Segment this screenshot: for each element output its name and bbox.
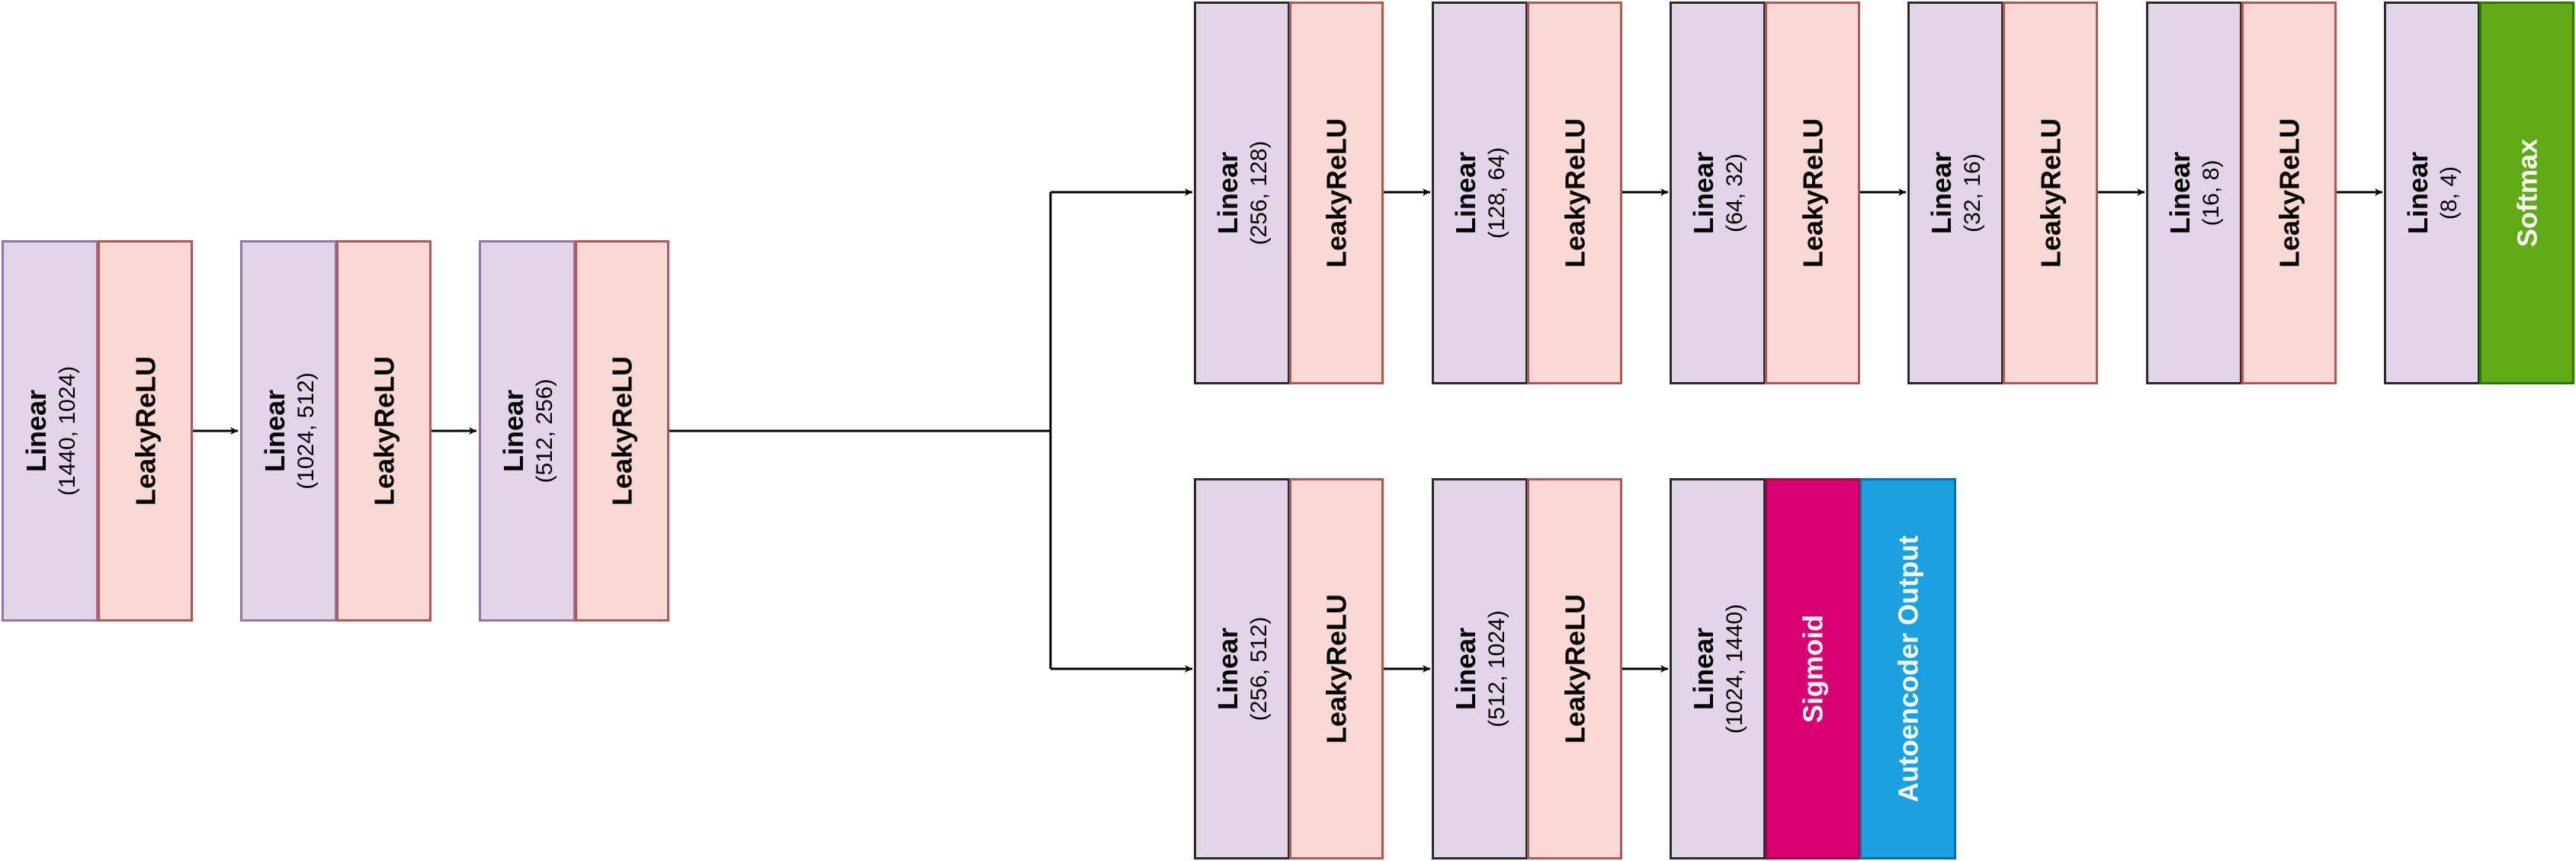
classifier-linear-2-title: Linear [1449, 151, 1481, 235]
encoder-linear-1: Linear (1440, 1024) [2, 240, 98, 622]
classifier-linear-2: Linear (128, 64) [1432, 2, 1528, 384]
classifier-linear-3: Linear (64, 32) [1670, 2, 1766, 384]
classifier-linear-1-title: Linear [1211, 151, 1243, 235]
classifier-linear-1: Linear (256, 128) [1194, 2, 1290, 384]
encoder-linear-3-title: Linear [497, 389, 529, 473]
classifier-linear-4-dims: (32, 16) [1959, 153, 1985, 233]
decoder-activation-2: LeakyReLU [1527, 478, 1622, 859]
classifier-activation-3: LeakyReLU [1765, 2, 1860, 384]
decoder-linear-2: Linear (512, 1024) [1432, 478, 1528, 859]
classifier-activation-1-label: LeakyReLU [1320, 117, 1352, 268]
encoder-linear-3-dims: (512, 256) [531, 378, 557, 484]
classifier-activation-4-label: LeakyReLU [2035, 117, 2066, 268]
softmax-block: Softmax [2479, 2, 2574, 384]
decoder-activation-1: LeakyReLU [1289, 478, 1384, 859]
classifier-linear-3-title: Linear [1687, 151, 1719, 235]
classifier-linear-4-title: Linear [1925, 151, 1957, 235]
encoder-linear-2-dims: (1024, 512) [293, 372, 319, 490]
decoder-activation-2-label: LeakyReLU [1559, 593, 1590, 744]
decoder-linear-3-dims: (1024, 1440) [1721, 603, 1747, 734]
encoder-linear-1-dims: (1440, 1024) [54, 365, 80, 496]
classifier-linear-5-dims: (16, 8) [2198, 159, 2224, 226]
sigmoid-label: Sigmoid [1797, 615, 1828, 723]
classifier-linear-5-title: Linear [2164, 151, 2196, 235]
classifier-linear-6: Linear (8, 4) [2384, 2, 2480, 384]
classifier-activation-3-label: LeakyReLU [1797, 117, 1828, 268]
encoder-activation-3-label: LeakyReLU [606, 355, 638, 506]
decoder-linear-3: Linear (1024, 1440) [1670, 478, 1766, 859]
decoder-linear-1-title: Linear [1211, 627, 1243, 711]
encoder-activation-2: LeakyReLU [336, 240, 431, 622]
classifier-linear-6-dims: (8, 4) [2436, 165, 2462, 220]
encoder-activation-1: LeakyReLU [98, 240, 193, 622]
classifier-linear-1-dims: (256, 128) [1246, 140, 1272, 246]
encoder-linear-2: Linear (1024, 512) [240, 240, 337, 622]
decoder-linear-1: Linear (256, 512) [1194, 478, 1290, 859]
softmax-label: Softmax [2511, 138, 2542, 248]
classifier-linear-3-dims: (64, 32) [1721, 153, 1747, 233]
decoder-linear-1-dims: (256, 512) [1246, 616, 1272, 721]
encoder-linear-2-title: Linear [258, 389, 290, 473]
classifier-linear-2-dims: (128, 64) [1484, 146, 1509, 239]
sigmoid-block: Sigmoid [1765, 478, 1860, 859]
classifier-activation-2: LeakyReLU [1527, 2, 1622, 384]
autoencoder-output-block: Autoencoder Output [1859, 478, 1956, 859]
classifier-linear-4: Linear (32, 16) [1907, 2, 2003, 384]
encoder-linear-1-title: Linear [20, 389, 52, 473]
classifier-linear-6-title: Linear [2401, 151, 2433, 235]
encoder-activation-1-label: LeakyReLU [130, 355, 161, 506]
encoder-activation-3: LeakyReLU [575, 240, 669, 622]
classifier-linear-5: Linear (16, 8) [2146, 2, 2242, 384]
decoder-linear-3-title: Linear [1687, 627, 1719, 711]
classifier-activation-2-label: LeakyReLU [1559, 117, 1590, 268]
classifier-activation-4: LeakyReLU [2003, 2, 2098, 384]
autoencoder-output-label: Autoencoder Output [1892, 535, 1923, 802]
classifier-activation-5: LeakyReLU [2241, 2, 2337, 384]
classifier-activation-1: LeakyReLU [1289, 2, 1384, 384]
decoder-activation-1-label: LeakyReLU [1320, 593, 1352, 744]
decoder-linear-2-title: Linear [1449, 627, 1481, 711]
classifier-activation-5-label: LeakyReLU [2273, 117, 2305, 268]
encoder-activation-2-label: LeakyReLU [368, 355, 399, 506]
encoder-linear-3: Linear (512, 256) [479, 240, 576, 622]
decoder-linear-2-dims: (512, 1024) [1484, 610, 1509, 728]
